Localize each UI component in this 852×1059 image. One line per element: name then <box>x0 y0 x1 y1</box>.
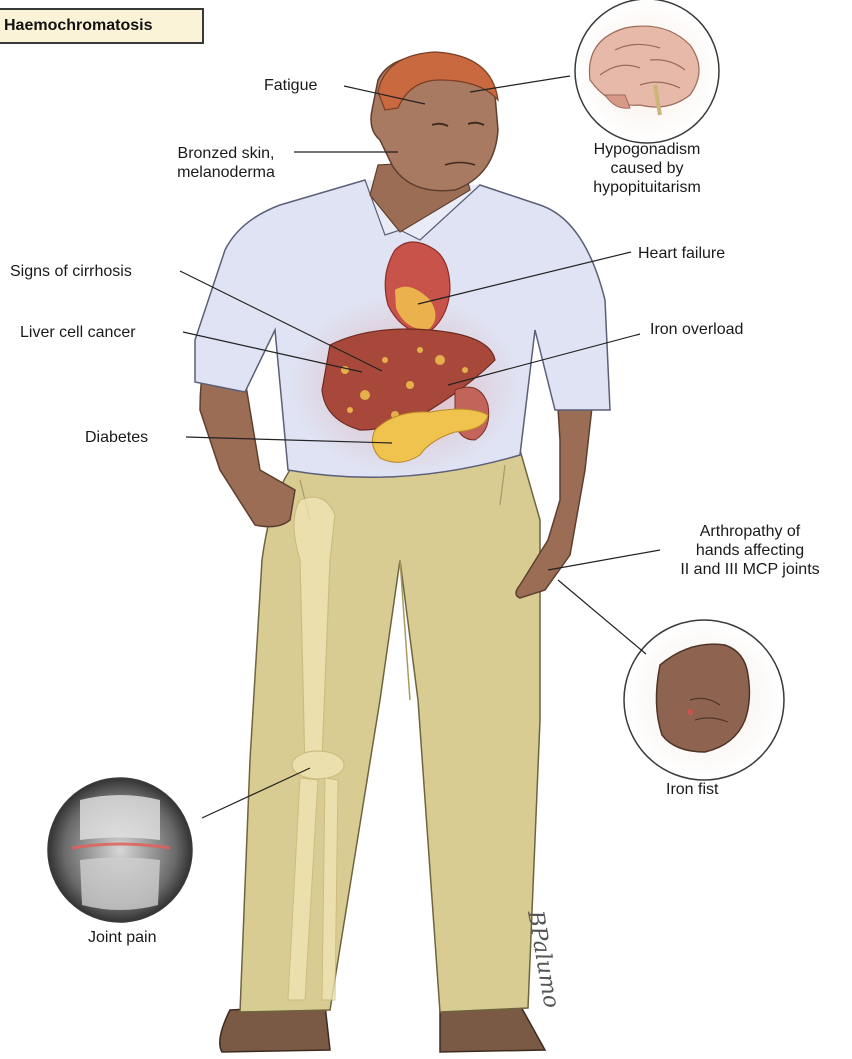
label-iron-fist: Iron fist <box>666 780 718 799</box>
label-diabetes: Diabetes <box>85 428 148 447</box>
label-arthropathy-line-1: Arthropathy of <box>652 522 848 541</box>
label-bronzed-skin-line-1: Bronzed skin, <box>156 144 296 163</box>
label-hypogonadism: Hypogonadism caused by hypopituitarism <box>566 140 728 197</box>
label-signs-of-cirrhosis: Signs of cirrhosis <box>10 262 132 281</box>
fist-inset <box>624 620 784 780</box>
label-bronzed-skin: Bronzed skin, melanoderma <box>156 144 296 182</box>
label-joint-pain: Joint pain <box>88 928 157 947</box>
brain-inset <box>575 0 719 143</box>
label-hypogonadism-line-2: caused by <box>566 159 728 178</box>
label-bronzed-skin-line-2: melanoderma <box>156 163 296 182</box>
label-hypogonadism-line-1: Hypogonadism <box>566 140 728 159</box>
person <box>195 52 610 1052</box>
label-arthropathy-line-2: hands affecting <box>652 541 848 560</box>
label-fatigue: Fatigue <box>264 76 317 95</box>
figure-title: Haemochromatosis <box>0 8 204 44</box>
label-hypogonadism-line-3: hypopituitarism <box>566 178 728 197</box>
label-arthropathy: Arthropathy of hands affecting II and II… <box>652 522 848 579</box>
label-arthropathy-line-3: II and III MCP joints <box>652 560 848 579</box>
knee-xray-inset <box>48 778 192 922</box>
label-heart-failure: Heart failure <box>638 244 725 263</box>
label-liver-cell-cancer: Liver cell cancer <box>20 323 136 342</box>
label-iron-overload: Iron overload <box>650 320 743 339</box>
right-shoe <box>440 1005 545 1052</box>
left-shoe <box>220 1005 330 1052</box>
trousers <box>240 450 540 1012</box>
